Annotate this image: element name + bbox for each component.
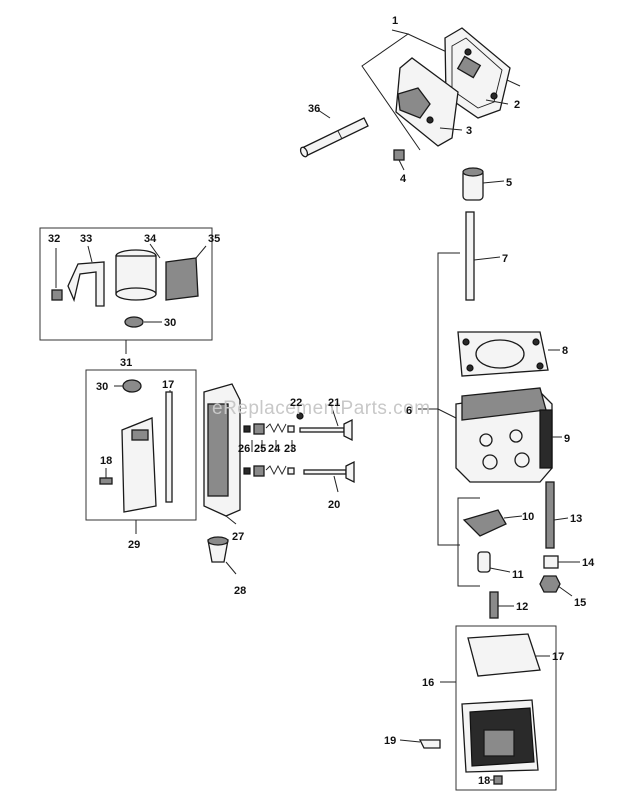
- plug: [124, 316, 144, 328]
- clip: [67, 261, 105, 307]
- callout-3: 3: [466, 125, 472, 137]
- callout-27: 27: [232, 531, 244, 543]
- seal: [165, 257, 199, 301]
- callout-4: 4: [400, 173, 407, 185]
- breather-cover-assembly: [299, 27, 521, 171]
- callout-30-top: 30: [164, 317, 176, 329]
- head-and-valves: [203, 383, 355, 575]
- breather-tube: [301, 117, 369, 157]
- callout-34: 34: [144, 233, 157, 245]
- cover: [121, 417, 157, 513]
- rocker-arm: [462, 509, 507, 537]
- callout-15: 15: [574, 597, 586, 609]
- nut: [543, 555, 559, 569]
- callout-7: 7: [502, 253, 508, 265]
- rocker-stud: [489, 591, 499, 619]
- stud: [545, 481, 555, 549]
- plug: [122, 379, 142, 393]
- callout-32: 32: [48, 233, 60, 245]
- callout-12: 12: [516, 601, 528, 613]
- screw: [51, 289, 63, 301]
- jam-nut: [539, 575, 561, 593]
- callout-20: 20: [328, 499, 340, 511]
- callout-33: 33: [80, 233, 92, 245]
- push-rod: [465, 211, 475, 301]
- callout-2: 2: [514, 99, 520, 111]
- callout-10: 10: [522, 511, 534, 523]
- callout-29: 29: [128, 539, 140, 551]
- callout-8: 8: [562, 345, 568, 357]
- callout-25: 25: [254, 443, 266, 455]
- callout-31: 31: [120, 357, 132, 369]
- callout-16: 16: [422, 677, 434, 689]
- callout-1: 1: [392, 15, 398, 27]
- callout-35: 35: [208, 233, 220, 245]
- oil-fill-assembly: [39, 227, 213, 354]
- callout-5: 5: [506, 177, 512, 189]
- callout-18-right: 18: [478, 775, 490, 787]
- callout-21: 21: [328, 397, 340, 409]
- callout-9: 9: [564, 433, 570, 445]
- springs: [243, 422, 295, 477]
- callout-14: 14: [582, 557, 595, 569]
- cover-screw: [493, 775, 503, 785]
- callout-22: 22: [290, 397, 302, 409]
- valve-train-right: [418, 167, 580, 619]
- valve-cover-assembly: [399, 625, 557, 791]
- callout-24: 24: [268, 443, 281, 455]
- bracket: [418, 739, 441, 749]
- screw: [393, 149, 405, 161]
- callout-36: 36: [308, 103, 320, 115]
- callout-17-right: 17: [552, 651, 564, 663]
- callout-23: 23: [284, 443, 296, 455]
- callout-6: 6: [406, 405, 412, 417]
- callout-30-mid: 30: [96, 381, 108, 393]
- callout-18-left: 18: [100, 455, 112, 467]
- watermark: eReplacementParts.com: [212, 398, 431, 419]
- callout-28: 28: [234, 585, 246, 597]
- intake-valve: [299, 427, 345, 433]
- callout-11: 11: [512, 569, 524, 581]
- callout-26: 26: [238, 443, 250, 455]
- exhaust-valve: [303, 469, 347, 475]
- callout-13: 13: [570, 513, 582, 525]
- rocker-pivot: [477, 551, 491, 573]
- callout-17-left: 17: [162, 379, 174, 391]
- callout-19: 19: [384, 735, 396, 747]
- screw: [99, 477, 113, 485]
- breather-cover-left: [85, 369, 197, 534]
- valve-cover-gasket: [467, 633, 541, 677]
- callout-numbers: 1 2 3 4 5 6 7 8 9 10 11 12 13 14 15 16 1…: [48, 15, 595, 787]
- gasket: [165, 391, 173, 503]
